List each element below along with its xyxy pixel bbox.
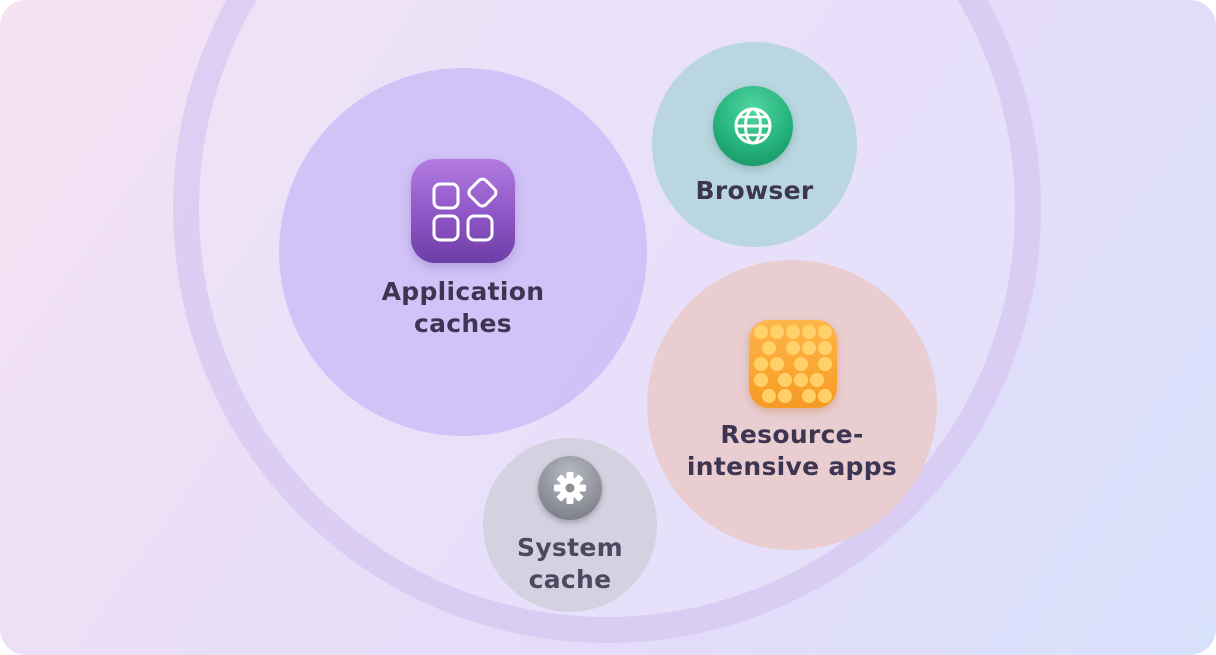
label-line: Application	[381, 277, 545, 306]
dot-grid-icon	[749, 320, 837, 408]
label-line: intensive apps	[686, 452, 898, 481]
resource-intensive-apps-label: Resource- intensive apps	[672, 419, 912, 483]
label-line: Resource-	[720, 420, 864, 449]
system-cache-label: System cache	[483, 532, 657, 596]
label-line: caches	[414, 309, 512, 338]
app-grid-icon	[411, 159, 515, 263]
label-line: Browser	[695, 176, 814, 205]
label-line: cache	[528, 565, 612, 594]
gear-icon	[538, 456, 602, 520]
application-caches-label: Application caches	[330, 276, 596, 340]
label-line: System	[517, 533, 623, 562]
globe-icon	[713, 86, 793, 166]
browser-label: Browser	[662, 175, 847, 207]
